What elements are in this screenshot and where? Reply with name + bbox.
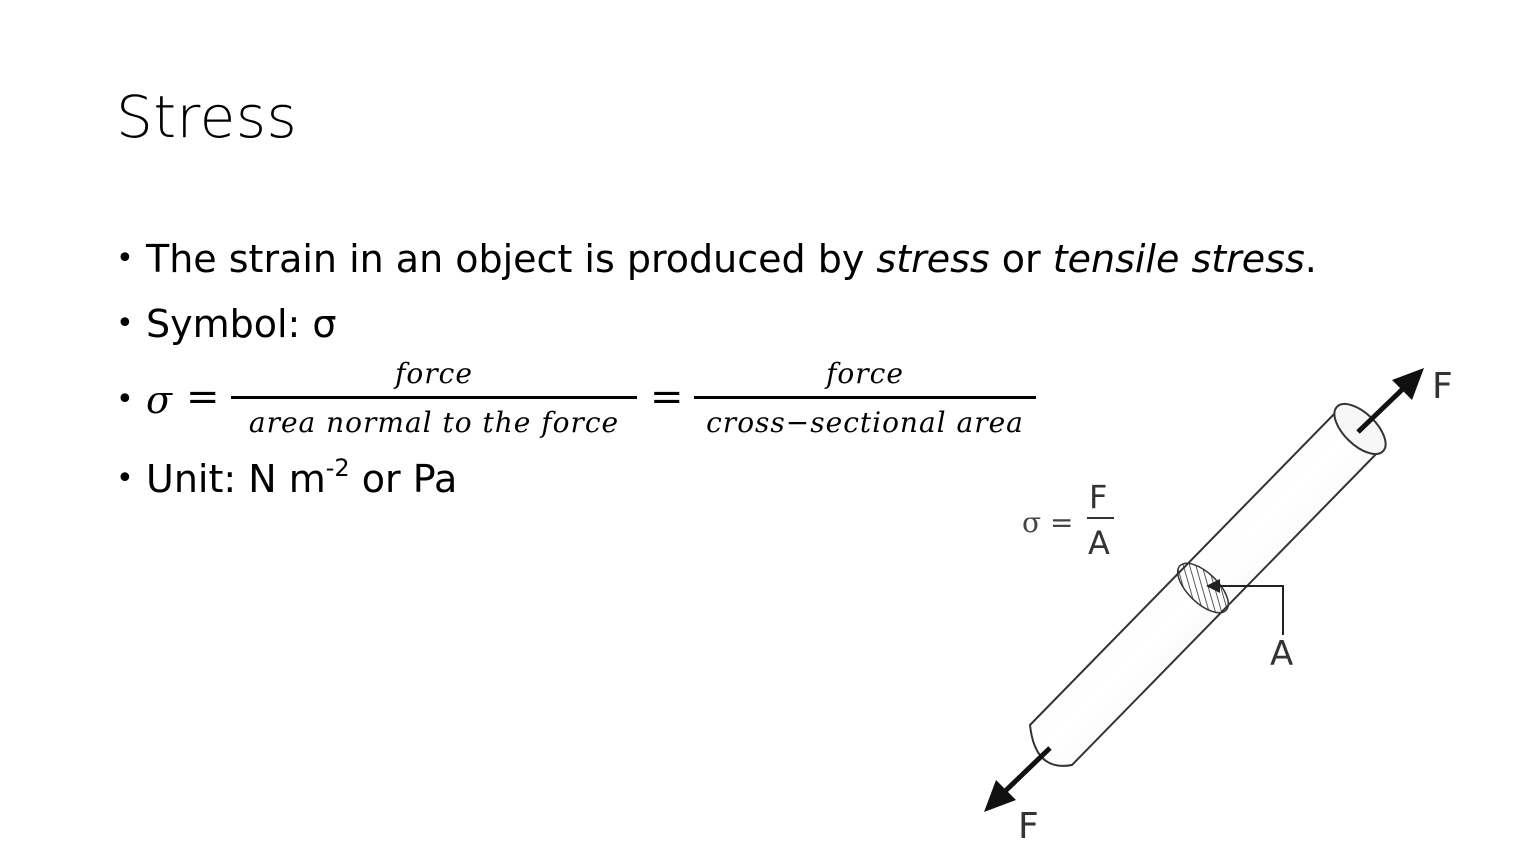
bullet2-text: Symbol: σ bbox=[146, 302, 337, 346]
equation-equals-2: = bbox=[650, 374, 684, 420]
equation-sigma: σ bbox=[146, 378, 172, 422]
unit-exponent: -2 bbox=[325, 454, 350, 482]
unit-prefix: Unit: N m bbox=[146, 457, 326, 501]
force-arrow-bottom bbox=[984, 746, 1052, 812]
bullet1-italic-tensile: tensile stress bbox=[1052, 237, 1305, 281]
bullet-dot: • bbox=[116, 241, 134, 276]
bullet1-text-a: The strain in an object is produced by bbox=[146, 237, 877, 281]
rod-cylinder bbox=[1028, 402, 1387, 767]
unit-suffix: or Pa bbox=[349, 457, 458, 501]
fraction1-numerator: force bbox=[395, 357, 473, 390]
formula-numerator: F bbox=[1089, 478, 1107, 516]
fraction1-denominator: area normal to the force bbox=[248, 406, 620, 439]
fraction-area-normal: force area normal to the force bbox=[231, 360, 637, 437]
bullet-unit: • Unit: N m-2 or Pa bbox=[116, 456, 458, 501]
bullet-dot: • bbox=[116, 382, 134, 417]
tensile-rod-diagram: F F A σ = F A bbox=[984, 366, 1453, 840]
bullet1-text-b: or bbox=[989, 237, 1053, 281]
bullet-strain-definition: •The strain in an object is produced by … bbox=[116, 240, 1317, 278]
force-label-top: F bbox=[1432, 366, 1453, 407]
fraction2-denominator: cross−sectional area bbox=[706, 406, 1024, 439]
slide-title: Stress bbox=[116, 83, 298, 151]
formula-denominator: A bbox=[1088, 524, 1110, 562]
fraction2-numerator: force bbox=[826, 357, 904, 390]
bullet-dot: • bbox=[116, 306, 134, 341]
force-arrow-top bbox=[1356, 368, 1424, 434]
fraction2-bar bbox=[694, 396, 1036, 399]
force-label-bottom: F bbox=[1018, 806, 1039, 840]
formula-lhs: σ = bbox=[1022, 506, 1073, 539]
cross-section-area bbox=[1176, 562, 1230, 614]
area-pointer bbox=[1206, 579, 1284, 635]
fraction-cross-sectional: force cross−sectional area bbox=[694, 360, 1036, 437]
area-label: A bbox=[1270, 634, 1293, 674]
bullet-dot: • bbox=[116, 461, 134, 496]
stress-formula: σ = F A bbox=[1022, 478, 1114, 562]
equation-equals-1: = bbox=[186, 374, 220, 420]
bullet-symbol: • Symbol: σ bbox=[116, 305, 337, 343]
bullet1-text-c: . bbox=[1304, 237, 1317, 281]
fraction1-bar bbox=[231, 396, 637, 399]
bullet1-italic-stress: stress bbox=[876, 237, 990, 281]
